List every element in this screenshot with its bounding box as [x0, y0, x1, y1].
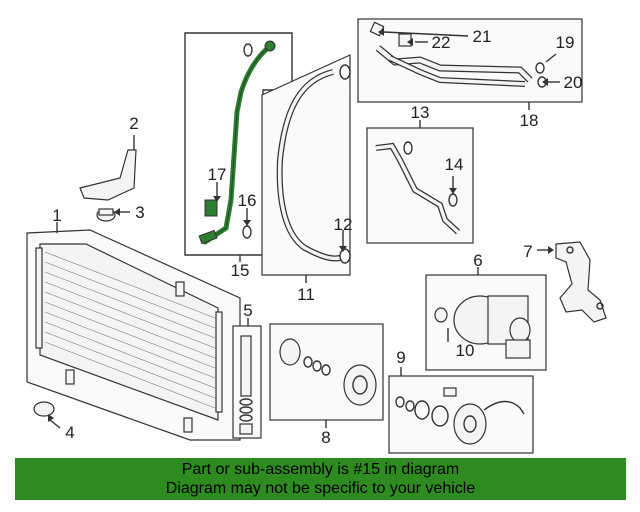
part-18-group[interactable]: [357, 18, 583, 103]
callout-18: 18: [520, 111, 539, 130]
callout-10: 10: [456, 341, 475, 360]
callout-6: 6: [473, 251, 482, 270]
callout-7: 7: [523, 242, 532, 261]
part-3-group[interactable]: [96, 208, 130, 222]
callout-9: 9: [396, 348, 405, 367]
callout-15: 15: [231, 261, 250, 280]
callout-17: 17: [208, 165, 227, 184]
callout-11: 11: [297, 285, 315, 304]
callout-14: 14: [445, 155, 464, 174]
callout-12: 12: [334, 215, 353, 234]
part-15-group[interactable]: [184, 32, 293, 256]
part-6-group[interactable]: [425, 274, 547, 371]
callout-2: 2: [129, 114, 138, 133]
banner-line-2: Diagram may not be specific to your vehi…: [165, 480, 476, 497]
part-5-group[interactable]: [232, 325, 262, 439]
callout-21: 21: [473, 27, 492, 46]
part-11-group[interactable]: [261, 54, 351, 276]
callout-3: 3: [135, 203, 144, 222]
part-9-group[interactable]: [388, 375, 534, 454]
callout-22: 22: [432, 33, 451, 52]
callout-16: 16: [238, 191, 257, 210]
callout-5: 5: [243, 301, 252, 320]
callout-13: 13: [411, 103, 430, 122]
callout-8: 8: [321, 428, 330, 447]
callout-20: 20: [564, 73, 583, 92]
part-2-group[interactable]: [79, 135, 137, 201]
info-banner: Part or sub-assembly is #15 in diagram D…: [15, 458, 626, 500]
part-7-group[interactable]: [537, 241, 607, 323]
banner-line-1: Part or sub-assembly is #15 in diagram: [181, 461, 460, 478]
part-4-group[interactable]: [33, 401, 61, 429]
part-1-group[interactable]: [26, 229, 241, 441]
part-13-group[interactable]: [366, 127, 474, 244]
part-8-group[interactable]: [269, 323, 384, 421]
callout-1: 1: [52, 206, 61, 225]
callout-19: 19: [556, 33, 575, 52]
callout-4: 4: [65, 423, 74, 442]
